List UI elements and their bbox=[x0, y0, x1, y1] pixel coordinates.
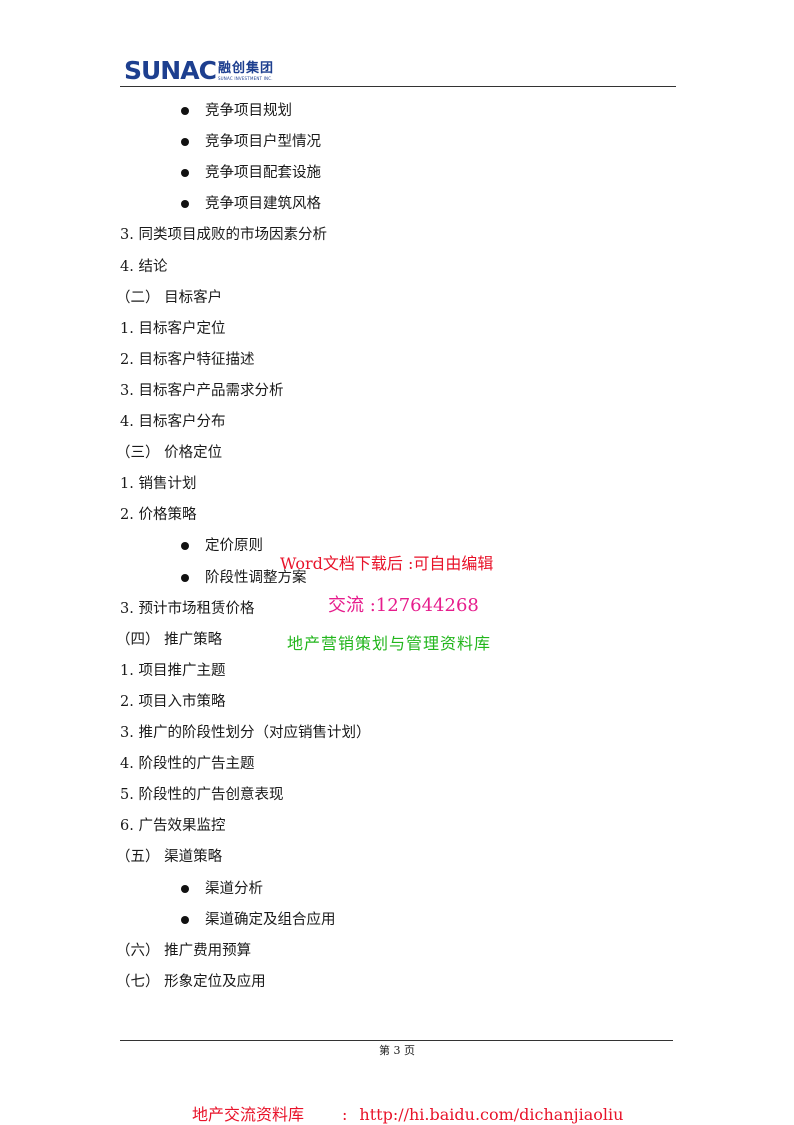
outline-item: 4. 结论 bbox=[120, 257, 167, 277]
bullet-list-item: 渠道确定及组合应用 bbox=[181, 910, 336, 930]
outline-item-text: 4. 阶段性的广告主题 bbox=[120, 756, 255, 773]
footer-link-prefix: 地产交流资料库 bbox=[192, 1105, 305, 1124]
outline-item-text: 1. 项目推广主题 bbox=[120, 662, 226, 679]
outline-item-text: （五） 渠道策略 bbox=[116, 849, 223, 866]
logo-chinese-name: 融创集团 bbox=[217, 60, 274, 76]
outline-item: 1. 销售计划 bbox=[120, 474, 196, 494]
footer-link-url[interactable]: http://hi.baidu.com/dichanjiaoliu bbox=[359, 1105, 624, 1124]
bullet-dot-icon bbox=[181, 573, 189, 582]
page-number: 第 3 页 bbox=[379, 1044, 415, 1057]
header-divider bbox=[120, 86, 676, 87]
bullet-list-item: 定价原则 bbox=[181, 536, 263, 556]
outline-item: （七） 形象定位及应用 bbox=[116, 972, 266, 992]
outline-item-text: 3. 目标客户产品需求分析 bbox=[120, 382, 284, 399]
outline-item: 3. 推广的阶段性划分（对应销售计划） bbox=[120, 723, 370, 743]
outline-item-text: 竞争项目户型情况 bbox=[205, 134, 321, 151]
outline-item-text: 3. 同类项目成败的市场因素分析 bbox=[120, 227, 327, 244]
outline-item: 3. 预计市场租赁价格 bbox=[120, 599, 254, 619]
outline-item-text: 2. 价格策略 bbox=[120, 507, 197, 524]
outline-item-text: 6. 广告效果监控 bbox=[120, 818, 226, 835]
outline-item-text: 2. 目标客户特征描述 bbox=[120, 351, 255, 368]
outline-item-text: 竞争项目建筑风格 bbox=[205, 196, 321, 213]
outline-item-text: 渠道确定及组合应用 bbox=[205, 911, 336, 928]
bullet-dot-icon bbox=[181, 915, 189, 924]
outline-item-text: （四） 推广策略 bbox=[116, 631, 223, 648]
watermark-library: 地产营销策划与管理资料库 bbox=[287, 634, 492, 653]
outline-item: （五） 渠道策略 bbox=[116, 847, 222, 867]
outline-item-text: 1. 销售计划 bbox=[120, 476, 197, 493]
outline-item-text: 渠道分析 bbox=[205, 880, 263, 897]
outline-item: 3. 同类项目成败的市场因素分析 bbox=[120, 225, 327, 245]
outline-item-text: 4. 结论 bbox=[120, 258, 168, 275]
outline-item: 6. 广告效果监控 bbox=[120, 816, 225, 836]
outline-item: 3. 目标客户产品需求分析 bbox=[120, 381, 283, 401]
bullet-dot-icon bbox=[181, 138, 189, 147]
footer-divider bbox=[120, 1040, 673, 1041]
outline-item-text: 3. 推广的阶段性划分（对应销售计划） bbox=[120, 725, 371, 741]
outline-item-text: 4. 目标客户分布 bbox=[120, 414, 226, 430]
outline-item: 1. 项目推广主题 bbox=[120, 661, 225, 681]
bullet-list-item: 竞争项目户型情况 bbox=[181, 132, 321, 152]
watermark-word-download: Word文档下载后 :可自由编辑 bbox=[280, 554, 494, 573]
outline-item: 2. 项目入市策略 bbox=[120, 692, 225, 712]
bullet-dot-icon bbox=[181, 169, 189, 178]
bullet-dot-icon bbox=[181, 542, 189, 551]
outline-item: 4. 目标客户分布 bbox=[120, 412, 225, 432]
outline-item-text: 阶段性调整方案 bbox=[205, 569, 307, 586]
outline-item-text: （六） 推广费用预算 bbox=[116, 942, 252, 959]
bullet-dot-icon bbox=[181, 200, 189, 209]
outline-item-text: 1. 目标客户定位 bbox=[120, 320, 226, 337]
outline-item-text: 5. 阶段性的广告创意表现 bbox=[120, 787, 284, 804]
outline-item: 5. 阶段性的广告创意表现 bbox=[120, 785, 283, 805]
bullet-list-item: 竞争项目规划 bbox=[181, 101, 292, 121]
footer-link[interactable]: 地产交流资料库: http://hi.baidu.com/dichanjiaoli… bbox=[192, 1101, 623, 1125]
outline-item-text: （二） 目标客户 bbox=[116, 289, 223, 306]
bullet-list-item: 竞争项目建筑风格 bbox=[181, 194, 321, 214]
outline-item-text: 竞争项目配套设施 bbox=[205, 165, 321, 182]
bullet-dot-icon bbox=[181, 884, 189, 893]
bullet-list-item: 阶段性调整方案 bbox=[181, 568, 307, 588]
outline-item-text: （七） 形象定位及应用 bbox=[116, 973, 266, 990]
outline-item: （六） 推广费用预算 bbox=[116, 941, 251, 961]
outline-item: （四） 推广策略 bbox=[116, 630, 222, 650]
page-header: SUNAC 融创集团 SUNAC INVESTMENT INC. bbox=[120, 56, 676, 88]
outline-item-text: 定价原则 bbox=[205, 538, 263, 555]
outline-item: 2. 目标客户特征描述 bbox=[120, 350, 254, 370]
company-logo: SUNAC 融创集团 SUNAC INVESTMENT INC. bbox=[124, 56, 274, 86]
outline-item-text: 竞争项目规划 bbox=[205, 103, 292, 119]
outline-item-text: （三） 价格定位 bbox=[116, 445, 223, 462]
bullet-list-item: 渠道分析 bbox=[181, 879, 263, 899]
footer-link-separator: : bbox=[342, 1105, 348, 1124]
bullet-list-item: 竞争项目配套设施 bbox=[181, 163, 321, 183]
outline-item: 4. 阶段性的广告主题 bbox=[120, 754, 254, 774]
logo-english-name: SUNAC INVESTMENT INC. bbox=[217, 75, 273, 81]
outline-item-text: 2. 项目入市策略 bbox=[120, 693, 226, 710]
outline-item: （三） 价格定位 bbox=[116, 443, 222, 463]
outline-item: （二） 目标客户 bbox=[116, 288, 222, 308]
outline-item: 2. 价格策略 bbox=[120, 505, 196, 525]
outline-item: 1. 目标客户定位 bbox=[120, 319, 225, 339]
outline-item-text: 3. 预计市场租赁价格 bbox=[120, 600, 255, 617]
bullet-dot-icon bbox=[181, 107, 189, 115]
watermark-qq-contact: 交流 :127644268 bbox=[328, 595, 479, 616]
logo-wordmark: SUNAC bbox=[124, 56, 217, 85]
